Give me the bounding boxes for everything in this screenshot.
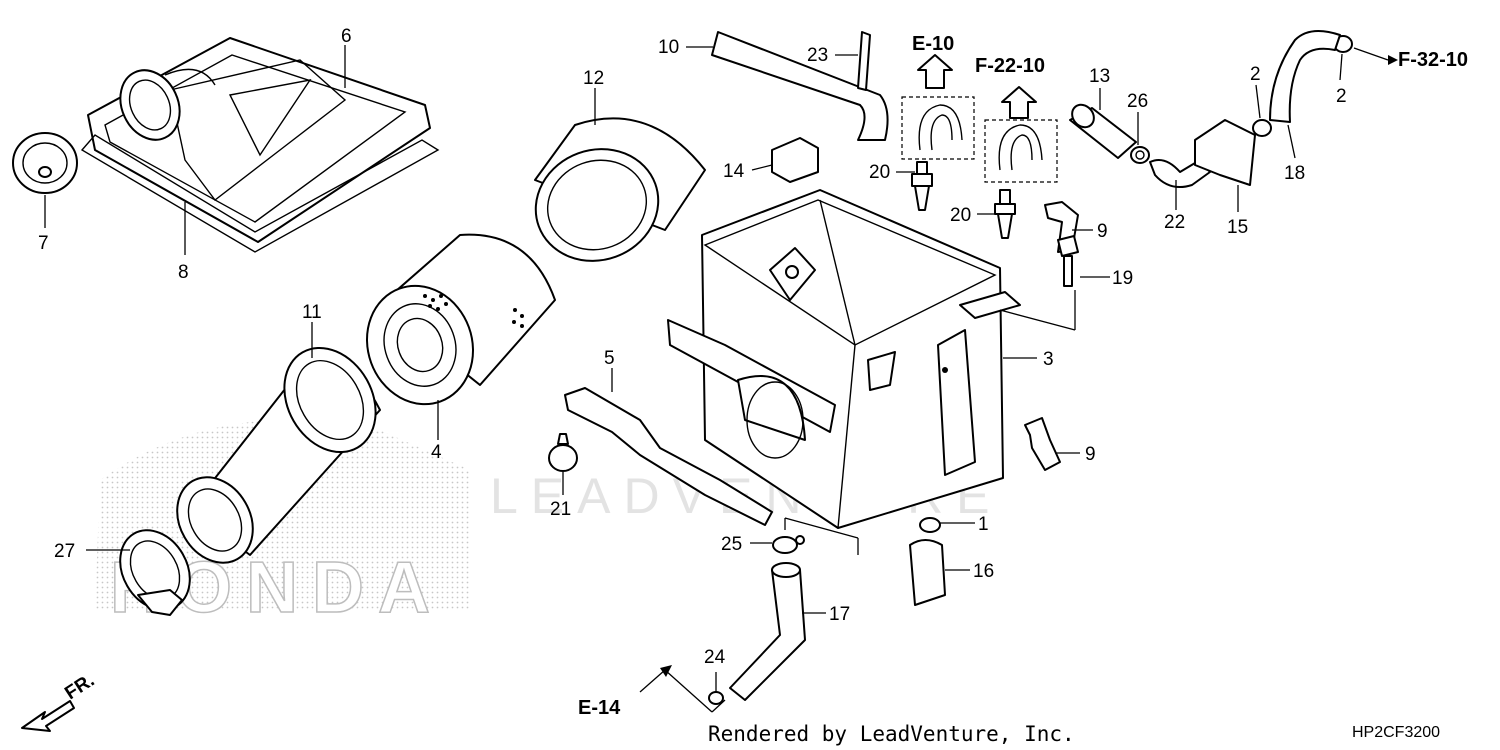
callout-25: 25: [721, 534, 742, 555]
grommet: [12, 132, 78, 194]
callout-8: 8: [178, 262, 189, 283]
footer-credit: Rendered by LeadVenture, Inc.: [708, 722, 1075, 746]
front-direction-arrow: FR.: [21, 670, 98, 732]
hose-clamp: [1024, 417, 1061, 471]
direction-label: FR.: [61, 670, 98, 704]
air-cleaner-cover: [87, 37, 431, 243]
tube-clip: [1252, 119, 1272, 137]
drain-plug: [909, 539, 946, 606]
hose-reference-f2210: [984, 86, 1058, 183]
air-cleaner-gasket: [80, 134, 440, 253]
hose-fitting: [911, 161, 933, 211]
breather-case: [1194, 119, 1256, 186]
callout-4: 4: [431, 442, 442, 463]
callout-17: 17: [829, 604, 850, 625]
callout-15: 15: [1227, 217, 1248, 238]
callout-22: 22: [1164, 212, 1185, 233]
callout-19: 19: [1112, 268, 1133, 289]
callout-24: 24: [704, 647, 726, 668]
callout-2-left: 2: [1250, 64, 1261, 85]
callout-16: 16: [973, 561, 994, 582]
holder-strap: [711, 31, 889, 141]
callout-1: 1: [978, 514, 989, 535]
callout-9-top: 9: [1097, 221, 1108, 242]
case-bracket: [564, 387, 773, 526]
breather-tube: [1269, 30, 1341, 123]
drain-tube-clip: [772, 535, 805, 554]
strap-pin: [857, 31, 871, 91]
callout-26: 26: [1127, 91, 1148, 112]
callout-3: 3: [1043, 349, 1054, 370]
drain-tube: [729, 562, 806, 701]
callout-20-upper: 20: [869, 162, 890, 183]
ref-f2210: F-22-10: [975, 55, 1045, 77]
tube-band: [119, 529, 191, 616]
air-filter-body: [366, 233, 556, 406]
ref-e10: E-10: [912, 33, 954, 55]
callout-13: 13: [1089, 66, 1110, 87]
callout-7: 7: [38, 233, 49, 254]
callout-2-right: 2: [1336, 86, 1347, 107]
air-filter-element: [534, 117, 706, 262]
callout-5: 5: [604, 348, 615, 369]
leader-lines: [44, 45, 1398, 713]
callouts: 6 7 8 12 11 4 27 5 21 10 23 14 3 19 9 9 …: [38, 26, 1347, 668]
callout-20-lower: 20: [950, 205, 971, 226]
hose-reference-e10: [901, 54, 975, 160]
air-cleaner-connecting-tube: [176, 346, 381, 564]
ref-f3210: F-32-10: [1398, 49, 1468, 71]
callout-18: 18: [1284, 163, 1305, 184]
callout-12: 12: [583, 68, 604, 89]
drain-clip: [919, 517, 941, 533]
callout-11: 11: [302, 302, 322, 323]
callout-9-bottom: 9: [1085, 444, 1096, 465]
drain-cap: [1069, 103, 1137, 159]
diagram-code: HP2CF3200: [1352, 724, 1440, 741]
ref-e14: E-14: [578, 697, 621, 719]
hose-fitting: [994, 189, 1016, 239]
callout-23: 23: [807, 45, 828, 66]
callout-14: 14: [723, 161, 745, 182]
callout-21: 21: [550, 499, 571, 520]
bolt: [1057, 235, 1079, 287]
cushion: [771, 137, 819, 183]
callout-6: 6: [341, 26, 352, 47]
air-cleaner-case: [667, 189, 1021, 529]
callout-10: 10: [658, 37, 679, 58]
hose-clip: [1130, 146, 1150, 164]
callout-27: 27: [54, 541, 75, 562]
clip: [548, 433, 578, 472]
drain-tube-clip: [708, 691, 724, 705]
